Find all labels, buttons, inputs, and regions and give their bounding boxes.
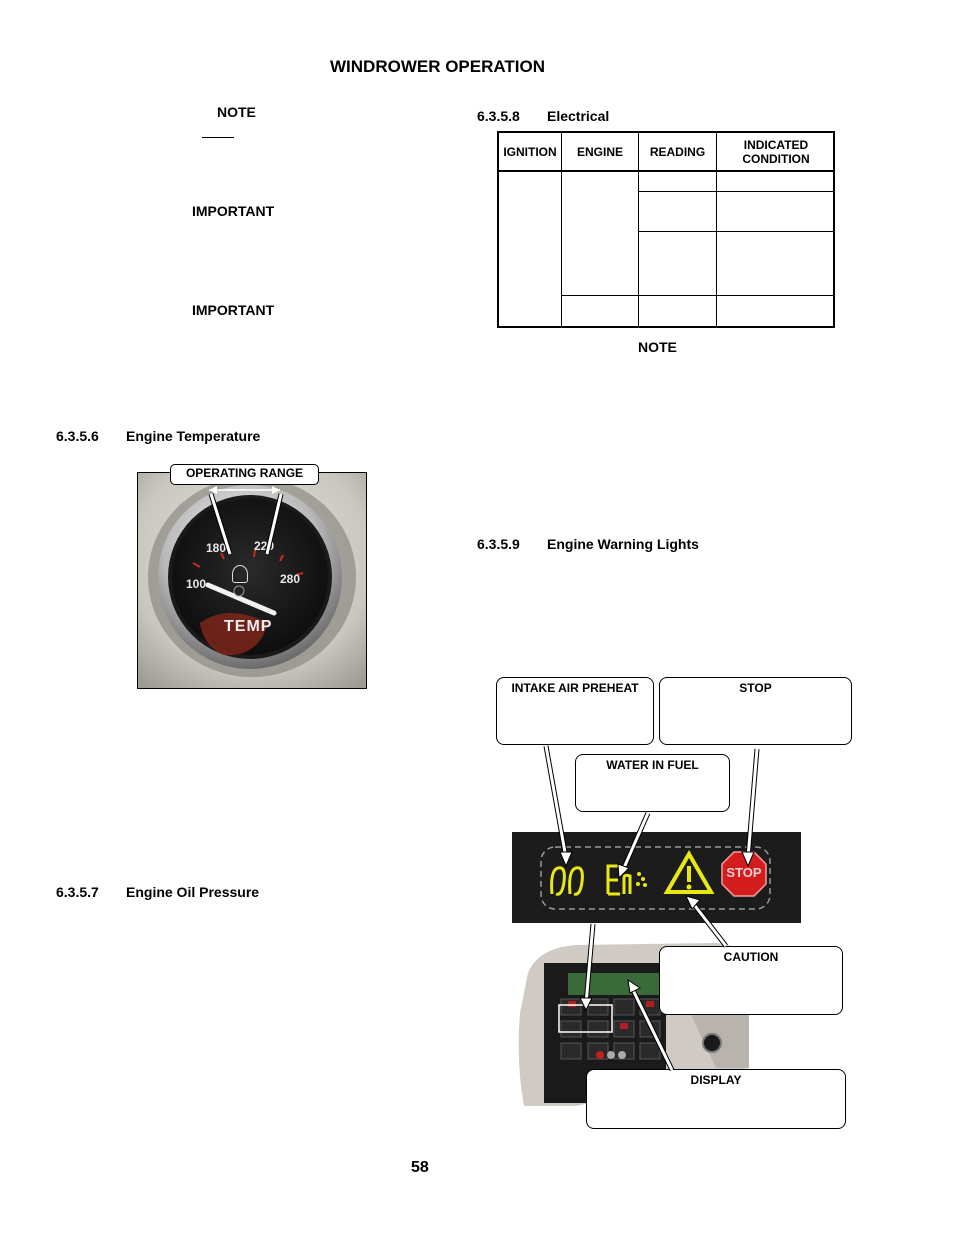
gauge-tick-280: 280 xyxy=(280,572,301,586)
electrical-table: IGNITION ENGINE READING INDICATED CONDIT… xyxy=(497,131,835,328)
important-label-2: IMPORTANT xyxy=(192,302,275,318)
section-number-engine-temp: 6.3.5.6 xyxy=(56,428,99,444)
page-title: WINDROWER OPERATION xyxy=(330,57,546,76)
section-title-electrical: Electrical xyxy=(547,108,610,124)
note-label: NOTE xyxy=(217,104,256,120)
section-title-engine-temp: Engine Temperature xyxy=(126,428,261,444)
table-header-engine: ENGINE xyxy=(576,144,623,159)
section-number-electrical: 6.3.5.8 xyxy=(477,108,520,124)
thermometer-icon xyxy=(232,565,248,583)
gauge-tick-180: 180 xyxy=(206,541,227,555)
note-label-right: NOTE xyxy=(638,339,677,355)
important-label-1: IMPORTANT xyxy=(192,203,275,219)
callout-caution: CAUTION xyxy=(659,946,843,1015)
note-underline xyxy=(202,137,234,138)
table-header-ignition: IGNITION xyxy=(503,144,557,159)
callout-stop: STOP xyxy=(659,677,852,745)
stop-light-text: STOP xyxy=(726,865,762,880)
warning-lights-graphic xyxy=(540,846,771,910)
section-title-warning-lights: Engine Warning Lights xyxy=(547,536,699,552)
operating-range-arrows xyxy=(208,486,284,555)
callout-intake-air-preheat: INTAKE AIR PREHEAT xyxy=(496,677,654,745)
gauge-temp-label: TEMP xyxy=(224,618,273,635)
operating-range-label: OPERATING RANGE xyxy=(170,464,319,485)
callout-water-in-fuel: WATER IN FUEL xyxy=(575,754,730,812)
table-header-reading: READING xyxy=(649,144,706,159)
gauge-tick-100: 100 xyxy=(186,577,207,591)
warning-lights-strip: STOP xyxy=(512,832,801,923)
temperature-gauge-graphic xyxy=(138,473,366,688)
temperature-gauge-photo: 180 220 100 280 TEMP xyxy=(137,472,367,689)
page-number: 58 xyxy=(411,1159,429,1176)
section-number-oil-pressure: 6.3.5.7 xyxy=(56,884,99,900)
section-number-warning-lights: 6.3.5.9 xyxy=(477,536,520,552)
section-title-oil-pressure: Engine Oil Pressure xyxy=(126,884,260,900)
table-header-indicated-condition: INDICATED CONDITION xyxy=(742,137,810,166)
callout-display: DISPLAY xyxy=(586,1069,846,1129)
gauge-needle xyxy=(205,582,277,616)
